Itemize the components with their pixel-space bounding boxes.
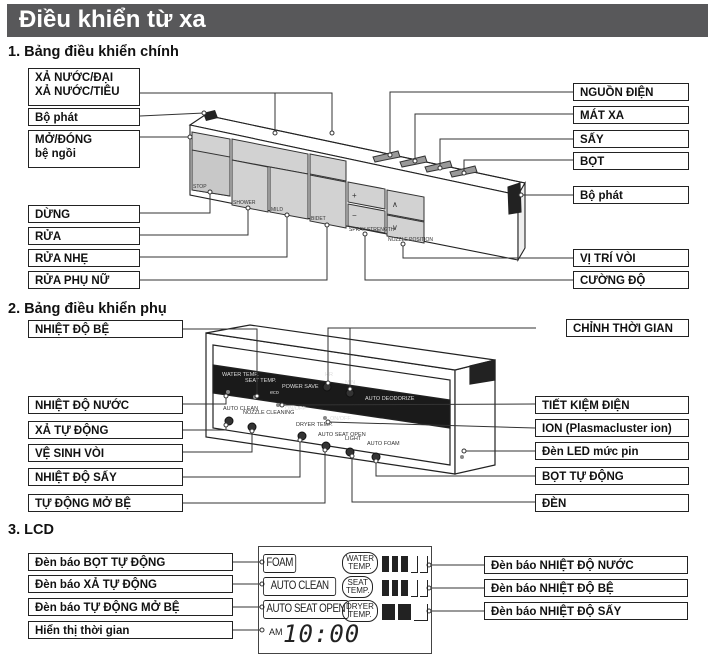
svg-text:ON/OFF: ON/OFF	[330, 416, 351, 422]
svg-text:LIGHT: LIGHT	[345, 436, 362, 442]
lcd-foam: FOAM	[263, 554, 297, 573]
label-emitter-right: Bộ phát	[573, 186, 689, 204]
page-header: Điều khiển từ xa	[7, 4, 708, 37]
svg-text:−: −	[352, 211, 357, 220]
label-ion: ION (Plasmacluster ion)	[535, 419, 689, 437]
label-massage: MÁT XA	[573, 106, 689, 124]
page-title: Điều khiển từ xa	[19, 6, 206, 33]
label-lcd-foam: Đèn báo BỌT TỰ ĐỘNG	[28, 553, 233, 571]
svg-text:AUTO CLEAN: AUTO CLEAN	[223, 406, 258, 412]
label-lcd-seat-temp: Đèn báo NHIỆT ĐỘ BỆ	[484, 579, 688, 597]
level-segment	[410, 556, 419, 573]
label-lcd-auto-clean: Đèn báo XẢ TỰ ĐỘNG	[28, 575, 233, 593]
lcd-seat-temp-level	[381, 578, 429, 598]
label-emitter-left: Bộ phát	[28, 108, 140, 126]
level-segment	[391, 580, 399, 596]
label-lcd-auto-seat-open: Đèn báo TỰ ĐỘNG MỞ BỆ	[28, 598, 233, 616]
level-segment	[414, 604, 428, 621]
label-auto-foam: BỌT TỰ ĐỘNG	[535, 467, 689, 485]
lcd-clock: 10:00	[283, 620, 361, 648]
label-flush: XẢ NƯỚC/ĐẠI XẢ NƯỚC/TIÊU	[28, 68, 140, 106]
label-foam: BỌT	[573, 152, 689, 170]
label-dryer-temp: NHIỆT ĐỘ SẤY	[28, 468, 183, 486]
lcd-dryer-temp-level	[381, 602, 429, 622]
svg-text:HR: HR	[325, 372, 333, 378]
stop-button	[191, 149, 231, 197]
nozzle-up-button	[386, 189, 425, 222]
label-clock-set: CHỈNH THỜI GIAN	[566, 319, 689, 337]
svg-text:AUTO SEAT OPEN: AUTO SEAT OPEN	[318, 432, 366, 438]
label-dryer: SẤY	[573, 130, 689, 148]
flush-small-button	[309, 153, 347, 182]
label-auto-seat-open: TỰ ĐỘNG MỞ BỆ	[28, 494, 183, 512]
device-bidet-text: BIDET	[311, 216, 326, 222]
label-stop: DỪNG	[28, 205, 140, 223]
svg-text:AUTO DEODORIZE: AUTO DEODORIZE	[365, 396, 415, 402]
device-spray-text: SPRAY STRENGTH	[349, 227, 395, 233]
device-mild-text: MILD	[271, 207, 283, 213]
label-lcd-dryer-temp: Đèn báo NHIỆT ĐỘ SẤY	[484, 602, 688, 620]
label-battery-led: Đèn LED mức pin	[535, 442, 689, 460]
label-water-temp: NHIỆT ĐỘ NƯỚC	[28, 396, 183, 414]
svg-text:eco: eco	[270, 390, 279, 396]
strength-minus-button	[347, 203, 386, 234]
level-segment	[410, 580, 419, 597]
level-segment	[382, 604, 395, 620]
label-power-save: TIẾT KIỆM ĐIỆN	[535, 396, 689, 414]
lcd-water-temp-level	[381, 554, 429, 574]
lcd-am: AM	[269, 627, 283, 637]
label-mild-wash: RỬA NHẸ	[28, 249, 140, 267]
strength-plus-button	[347, 181, 386, 210]
label-strength: CƯỜNG ĐỘ	[573, 271, 689, 289]
section-lcd: 3. LCD	[8, 522, 54, 538]
svg-text:∧: ∧	[392, 200, 398, 209]
label-lcd-water-temp: Đèn báo NHIỆT ĐỘ NƯỚC	[484, 556, 688, 574]
svg-text:SEAT TEMP.: SEAT TEMP.	[245, 378, 277, 384]
label-lcd-time: Hiển thị thời gian	[28, 621, 233, 639]
level-segment	[420, 580, 428, 597]
svg-text:WATER TEMP.: WATER TEMP.	[222, 372, 259, 378]
level-segment	[420, 556, 428, 573]
level-segment	[382, 556, 389, 572]
svg-text:POWER SAVE: POWER SAVE	[282, 384, 319, 390]
label-seat-temp: NHIỆT ĐỘ BỆ	[28, 320, 183, 338]
svg-text:+: +	[352, 191, 357, 200]
level-segment	[382, 580, 389, 596]
section-main-panel: 1. Bảng điều khiển chính	[8, 44, 179, 60]
label-light: ĐÈN	[535, 494, 689, 512]
svg-text:∨: ∨	[392, 223, 398, 232]
lcd-display: FOAM AUTO CLEAN AUTO SEAT OPEN AM 10:00 …	[258, 546, 432, 654]
svg-text:NOZZLE CLEANING: NOZZLE CLEANING	[243, 410, 294, 416]
label-bidet: RỬA PHỤ NỮ	[28, 271, 140, 289]
svg-text:DRYER TEMP.: DRYER TEMP.	[296, 422, 333, 428]
svg-text:AUTO FOAM: AUTO FOAM	[367, 441, 400, 447]
label-auto-clean: XẢ TỰ ĐỘNG	[28, 421, 183, 439]
label-nozzle-position: VỊ TRÍ VÒI	[573, 249, 689, 267]
nozzle-down-button	[386, 214, 425, 244]
level-segment	[398, 604, 411, 620]
bidet-button	[309, 174, 347, 229]
lcd-auto-clean: AUTO CLEAN	[263, 577, 337, 596]
level-segment	[401, 580, 408, 596]
mild-button	[269, 166, 309, 220]
label-seat-open-close: MỞ/ĐÓNG bệ ngồi	[28, 130, 140, 168]
device-stop-text: STOP	[193, 184, 207, 190]
label-nozzle-clean: VỆ SINH VÒI	[28, 444, 183, 462]
section-sub-panel: 2. Bảng điều khiển phụ	[8, 301, 167, 317]
lcd-auto-seat-open: AUTO SEAT OPEN	[263, 600, 349, 619]
label-power: NGUỒN ĐIỆN	[573, 83, 689, 101]
level-segment	[401, 556, 408, 572]
device-shower-text: SHOWER	[233, 200, 256, 206]
shower-button	[231, 159, 269, 213]
level-segment	[391, 556, 399, 572]
svg-text:ON/OFF: ON/OFF	[285, 406, 306, 412]
device-nozzle-text: NOZZLE POSITION	[388, 237, 433, 243]
label-wash: RỬA	[28, 227, 140, 245]
